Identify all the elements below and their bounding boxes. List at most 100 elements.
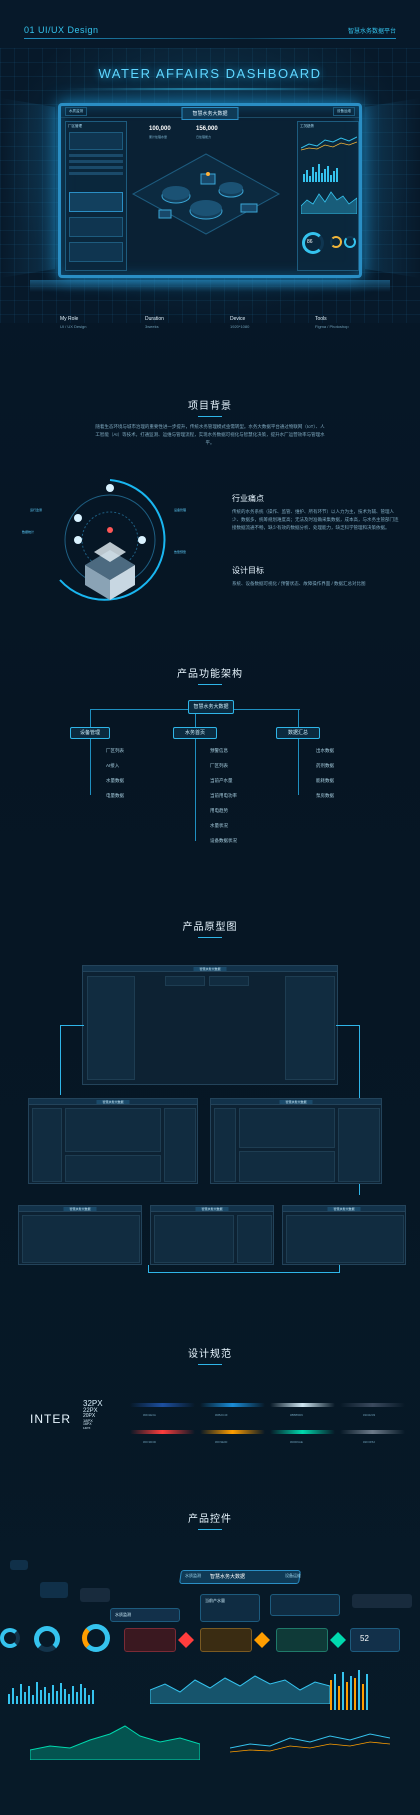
warning-icon xyxy=(254,1632,270,1648)
meta-tools: Tools Figma / Photoshop xyxy=(315,316,349,329)
widget-value: 52 xyxy=(360,1634,369,1643)
hero-glow xyxy=(60,88,360,90)
wireframe-5: 智慧水务大数据 xyxy=(150,1205,274,1265)
widget-list-card xyxy=(110,1608,180,1622)
widget-label: 水质监测 xyxy=(115,1612,131,1617)
widget-area-chart-green xyxy=(30,1725,200,1760)
arch-title: 产品功能架构 xyxy=(0,665,420,685)
kpi-capacity: 156,000 xyxy=(196,126,218,132)
isometric-plant-map xyxy=(131,153,281,235)
left-item-3[interactable] xyxy=(69,242,123,262)
arch-branch-device: 设备管理 xyxy=(70,727,110,739)
wireframe-3: 智慧水务大数据 xyxy=(210,1098,382,1184)
header-divider xyxy=(24,38,396,39)
left-wall xyxy=(0,98,55,278)
wireframe-6: 智慧水务大数据 xyxy=(282,1205,406,1265)
hero: WATER AFFAIRS DASHBOARD 水质监测 智慧水务大数据 设备运… xyxy=(0,48,420,323)
widgets-title: 产品控件 xyxy=(0,1510,420,1530)
orbit-label-monitor: 运行监测 xyxy=(30,508,43,512)
project-name-label: 智慧水务数据平台 xyxy=(347,28,396,35)
widget-donut-3 xyxy=(82,1624,110,1652)
trend-chart-1 xyxy=(301,136,357,151)
spec-title: 设计规范 xyxy=(0,1345,420,1365)
trend-chart-2 xyxy=(301,191,357,214)
mini-donut-1 xyxy=(330,236,342,248)
mini-bar-chart xyxy=(303,162,338,182)
wireframe-main: 智慧水务大数据 xyxy=(82,965,338,1085)
background-title: 项目背景 xyxy=(0,397,420,417)
color-swatch-5 xyxy=(130,1430,195,1434)
widget-tab-left[interactable]: 水质监测 xyxy=(185,1573,201,1578)
tab-device-ops[interactable]: 设备运维 xyxy=(333,107,355,116)
arch-leaf: 泵房数据 xyxy=(316,793,334,798)
color-swatch-8 xyxy=(340,1430,405,1434)
dashboard-tabs-right: 设备运维 xyxy=(333,107,355,116)
widget-chip xyxy=(10,1560,28,1570)
left-item-2[interactable] xyxy=(69,217,123,237)
widget-area-chart xyxy=(150,1675,330,1704)
color-swatch-6 xyxy=(200,1430,265,1434)
arch-leaf: 用电趋势 xyxy=(210,808,228,813)
kpi-capacity-label: 日处理能力 xyxy=(196,135,212,139)
widget-tab-right[interactable]: 设备运维 xyxy=(285,1573,301,1578)
tab-water-quality[interactable]: 水质监测 xyxy=(65,107,87,116)
widget-bar-chart xyxy=(8,1680,94,1704)
arch-leaf: 药剂数据 xyxy=(316,763,334,768)
arch-leaf: 能耗数据 xyxy=(316,778,334,783)
widget-alert-card-red xyxy=(124,1628,176,1652)
background-text: 随着生态环境与城市治理的重要性进一步提升，传统水务管理模式亟需转型。水务大数据平… xyxy=(95,424,325,445)
dashboard-header: 水质监测 智慧水务大数据 设备运维 xyxy=(61,106,359,120)
architecture-diagram: 智慧水务大数据 设备管理 厂区列表 AI接入 水量数据 电量数据 水务首页 预警… xyxy=(0,685,420,855)
wireframe-title: 智慧水务大数据 xyxy=(193,967,227,971)
orbit-label-alert: 告警预警 xyxy=(174,550,187,554)
arch-leaf: 厂区列表 xyxy=(106,748,124,753)
left-kpi-box xyxy=(69,132,123,150)
widget-donut-1 xyxy=(0,1628,20,1648)
gauge-donut xyxy=(302,232,324,254)
left-panel: 厂区管理 xyxy=(65,121,127,271)
kpi-total-water: 100,000 xyxy=(149,126,171,132)
alert-icon xyxy=(178,1632,194,1648)
gauge-value: 86 xyxy=(307,239,313,245)
arch-leaf: 水量数据 xyxy=(106,778,124,783)
right-panel: 工况趋势 86 xyxy=(297,121,359,271)
meta-device: Device 1920*1080 xyxy=(230,316,250,329)
arch-leaf: 厂区列表 xyxy=(210,763,228,768)
section-number-label: 01 UI/UX Design xyxy=(24,25,99,35)
left-selected-item[interactable] xyxy=(69,192,123,212)
widget-value-card xyxy=(350,1628,400,1652)
hero-title: WATER AFFAIRS DASHBOARD xyxy=(98,66,322,81)
arch-leaf: AI接入 xyxy=(106,763,120,768)
arch-leaf: 预警信息 xyxy=(210,748,228,753)
widget-chip xyxy=(80,1588,110,1602)
widget-alert-card-orange xyxy=(200,1628,252,1652)
arch-leaf: 水量状况 xyxy=(210,823,228,828)
goal-text: 系统、设备数据可视化 / 预警状态、故障操作界面 / 数据汇总对比图 xyxy=(232,581,366,586)
meta-role: My Role UI / UX Design xyxy=(60,316,87,329)
wireframe-2: 智慧水务大数据 xyxy=(28,1098,198,1184)
meta-duration: Duration 3weeks xyxy=(145,316,164,329)
color-swatch-1 xyxy=(130,1403,195,1407)
top-bar: 01 UI/UX Design 智慧水务数据平台 xyxy=(24,22,396,38)
arch-root-node: 智慧水务大数据 xyxy=(188,700,234,714)
arch-leaf: 当前产水量 xyxy=(210,778,233,783)
orbit-label-device: 设备管理 xyxy=(174,508,187,512)
widget-line-chart xyxy=(230,1733,390,1753)
widget-panel xyxy=(200,1594,260,1622)
prototype-title: 产品原型图 xyxy=(0,918,420,938)
font-name: INTER xyxy=(30,1412,71,1426)
widget-chip xyxy=(40,1582,68,1598)
font-size-list: 32PX 22PX 20PX 18PX 16PX 14PX xyxy=(83,1399,103,1430)
dashboard-title: 智慧水务大数据 xyxy=(181,107,239,120)
status-icon xyxy=(330,1632,346,1648)
mini-donut-2 xyxy=(344,236,356,248)
left-list xyxy=(69,154,123,184)
right-wall xyxy=(365,98,420,278)
pain-title: 行业痛点 xyxy=(232,494,264,503)
pain-text: 传统的水务系统（操作、监管、维护、所有环节）以人力为主，技术为辅、管理人少、数据… xyxy=(232,509,399,530)
right-panel-title: 工况趋势 xyxy=(300,124,314,128)
color-swatch-4 xyxy=(340,1403,405,1407)
arch-branch-home: 水务首页 xyxy=(173,727,217,739)
widget-alert-card-green xyxy=(276,1628,328,1652)
